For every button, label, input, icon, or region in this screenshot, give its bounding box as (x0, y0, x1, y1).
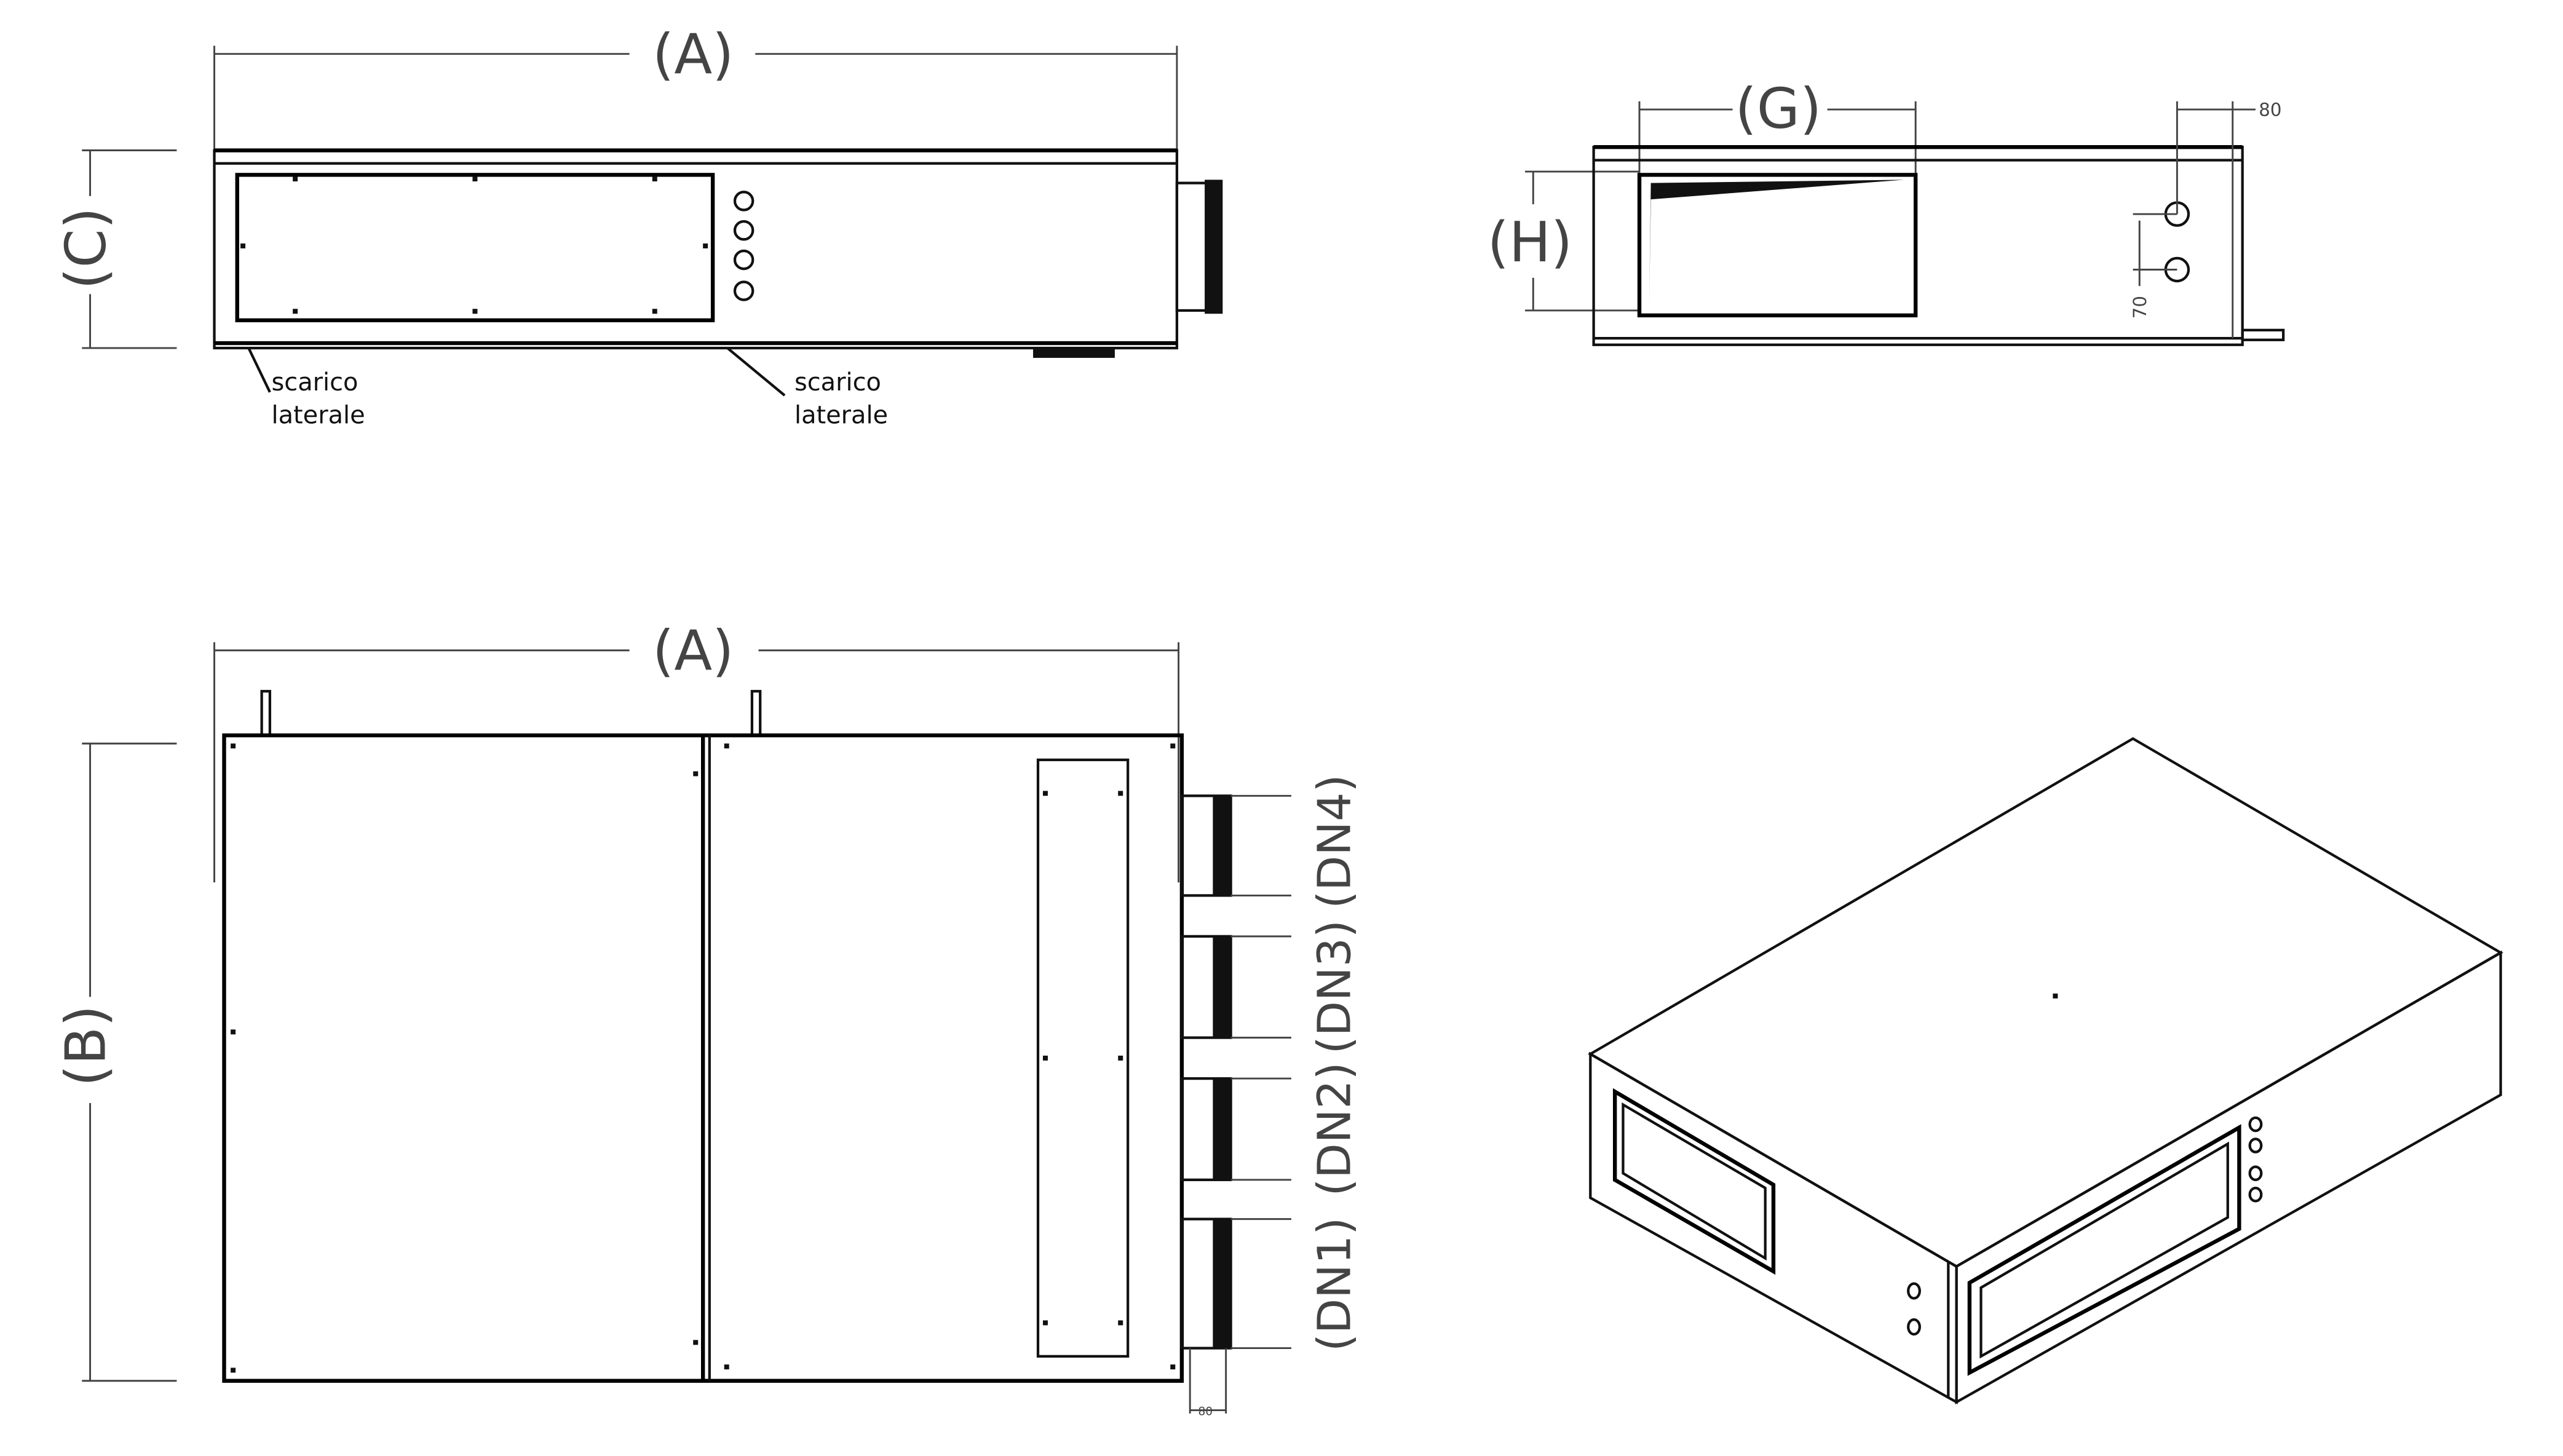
dn1-label: (DN1) (1308, 1217, 1361, 1351)
dimension-a-label: (A) (652, 23, 734, 87)
dn2-label: (DN2) (1308, 1062, 1361, 1196)
dimension-h-label: (H) (1487, 210, 1572, 275)
dimension-g-label: (G) (1735, 76, 1822, 141)
port-circles (733, 191, 755, 301)
drain-label-right-2: laterale (794, 401, 888, 429)
dimension-a-top-label: (A) (652, 619, 734, 684)
drain-label-right-1: scarico (794, 368, 881, 397)
drain-label-left-1: scarico (272, 368, 359, 397)
offset-70-label: 70 (2129, 296, 2150, 318)
dimension-b-label: (B) (53, 1005, 118, 1087)
dn3-label: (DN3) (1308, 920, 1361, 1054)
dn4-label: (DN4) (1308, 775, 1361, 909)
iso-port-circles (1907, 1116, 2263, 1336)
offset-80-label: 80 (2259, 100, 2281, 121)
dimension-c-label: (C) (53, 207, 118, 290)
isometric-view (1588, 737, 2503, 1404)
offset-80-top-label: 80 (1198, 1406, 1213, 1418)
dn-connectors (1180, 794, 1291, 1350)
side-view: (G) (H) 80 70 (1487, 76, 2285, 346)
front-view: (A) (C) scarico laterale scarico lateral… (53, 23, 1223, 429)
drain-label-left-2: laterale (272, 401, 365, 429)
top-view: (A) (B) (DN4) (DN3) (DN2) (DN1) 80 (53, 619, 1361, 1418)
